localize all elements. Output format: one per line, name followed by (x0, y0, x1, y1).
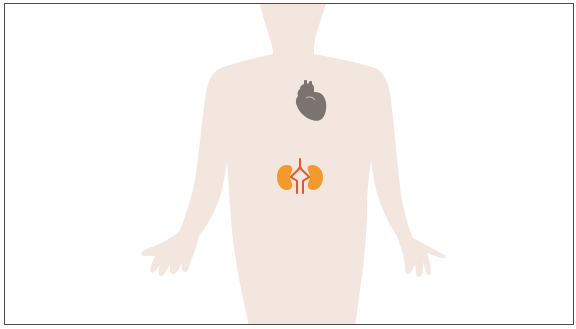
figure-frame (4, 3, 574, 325)
body-silhouette (141, 4, 445, 325)
body-diagram (5, 4, 574, 325)
body-outline (141, 4, 445, 325)
heart-vessel-3 (300, 88, 304, 90)
heart-vessel-2 (309, 81, 312, 90)
heart-vessel-1 (304, 80, 307, 88)
